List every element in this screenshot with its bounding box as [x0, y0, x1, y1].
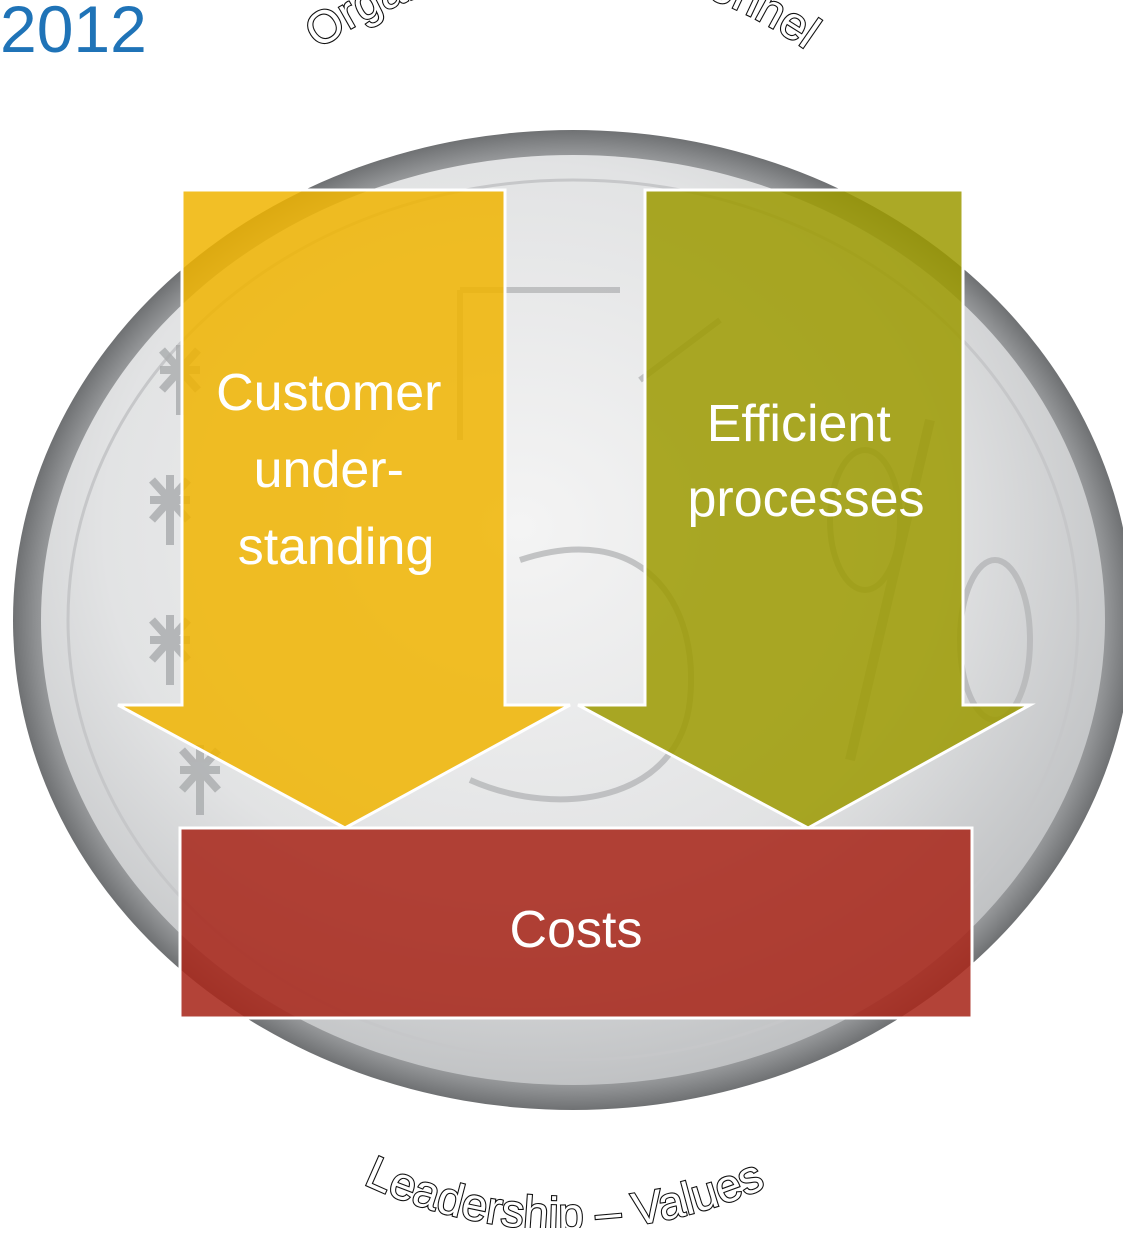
arc-bottom-text: Leadership – Values	[359, 1145, 770, 1228]
efficient-label: Efficient processes	[688, 395, 925, 528]
coin-star-symbols	[149, 345, 221, 815]
efficient-label-line-1: Efficient	[707, 395, 892, 453]
costs-label: Costs	[510, 901, 643, 959]
customer-arrow-shape	[117, 188, 571, 830]
efficient-label-line-2: processes	[688, 470, 925, 528]
efficient-processes-arrow: Efficient processes	[577, 188, 1036, 830]
customer-understanding-arrow: Customer under- standing	[117, 188, 571, 830]
arc-bottom-label: Leadership – Values	[358, 1144, 772, 1233]
customer-label-line-3: standing	[238, 518, 435, 576]
coin-inner-ring	[66, 178, 1080, 1062]
arc-top-text: Organization – Personnel	[295, 0, 829, 58]
efficient-arrow-shape	[577, 188, 1036, 830]
customer-label-line-1: Customer	[216, 364, 441, 422]
costs-box: Costs	[178, 826, 974, 1020]
customer-label-line-2: under-	[254, 441, 404, 499]
arc-top-label: Organization – Personnel	[294, 0, 830, 59]
customer-label: Customer under- standing	[216, 364, 456, 576]
costs-box-shape	[178, 826, 974, 1020]
year-label: 2012	[0, 0, 147, 66]
